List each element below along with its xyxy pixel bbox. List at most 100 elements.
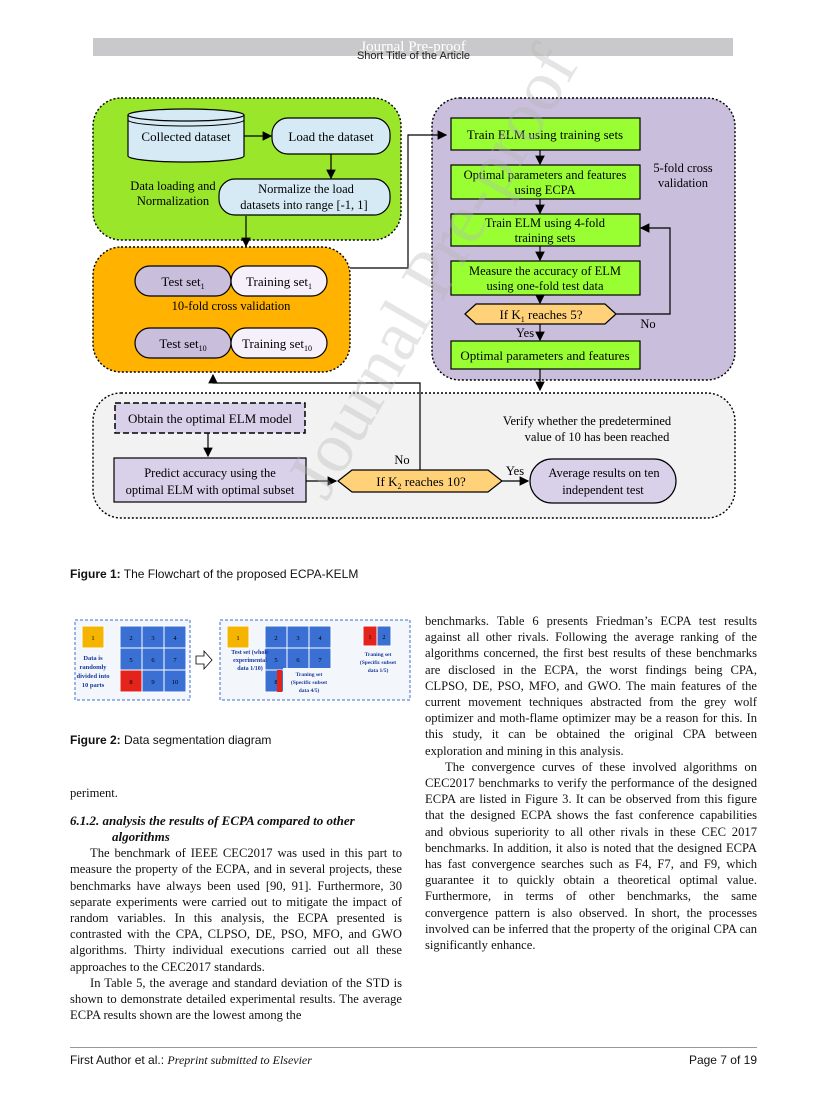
svg-text:Verify whether the predetermin: Verify whether the predetermined [503,414,672,428]
short-title: Short Title of the Article [356,50,471,62]
grid-cell-label-7: 7 [318,657,322,664]
svg-text:Test set1: Test set1 [161,274,204,291]
normalize-text-1: Normalize the load [258,182,355,196]
svg-text:Predict accuracy using the: Predict accuracy using the [144,466,276,480]
normalize-box [218,178,391,216]
journal-preproof-banner: Journal Pre-proof [93,38,733,56]
paragraph-continuation: periment. [70,786,118,800]
right-blue-label: 2 [383,635,386,641]
training-set-label-line: Traning set [296,672,323,678]
left-label-line: Data is [83,655,103,662]
collected-dataset-cylinder [127,108,245,163]
grid-cell-label-2: 2 [274,635,277,642]
red-marker [277,670,282,692]
right-top-label-line: Traning set [365,652,392,658]
grid-cell-10 [163,669,187,693]
grid-cell-label-6: 6 [151,657,155,664]
grid-cell-label-5: 5 [274,657,277,664]
grid-cell-1 [226,625,250,649]
grid-cell-label-9: 9 [151,679,154,686]
svg-text:optimal ELM with optimal subse: optimal ELM with optimal subset [126,483,295,497]
right-top-label-line: data 1/5) [368,667,389,674]
svg-text:Yes: Yes [516,326,534,340]
left-column: periment. 6.1.2. analysis the results of… [70,785,402,1023]
average-results-box [529,458,677,504]
svg-text:Obtain the optimal ELM model: Obtain the optimal ELM model [128,411,292,426]
grid-cell-label-7: 7 [173,657,177,664]
footer-rule [70,1047,757,1048]
svg-text:Optimal parameters and feature: Optimal parameters and features [464,168,627,182]
svg-text:validation: validation [658,176,709,190]
measure-accuracy-box [450,260,641,296]
predict-accuracy-box [113,457,307,503]
grid-cell-label-3: 3 [151,635,154,642]
svg-text:Training set1: Training set1 [246,274,312,291]
svg-text:Test set10: Test set10 [159,336,206,353]
paragraph-right-2: The convergence curves of these involved… [425,759,757,953]
section-heading: 6.1.2. analysis the results of ECPA comp… [70,813,355,845]
figure-1-caption: Figure 1: The Flowchart of the proposed … [70,567,359,581]
left-label-line: randomly [79,664,107,671]
grid-cell-label-4: 4 [318,635,322,642]
grid-cell-label-5: 5 [129,657,132,664]
svg-text:using one-fold test data: using one-fold test data [487,279,604,293]
footer-authors: First Author et al.: Preprint submitted … [70,1053,312,1067]
svg-text:using ECPA: using ECPA [514,183,575,197]
load-dataset-label: Load the dataset [288,129,374,144]
left-label-line: divided into [76,673,109,680]
svg-text:Train ELM using 4-fold: Train ELM using 4-fold [485,216,606,230]
svg-text:Training set10: Training set10 [242,336,312,353]
right-blue-block [376,625,392,647]
grid-cell-1 [81,625,105,649]
right-column: benchmarks. Table 6 presents Friedman’s … [425,613,757,953]
right-arrow [195,649,213,671]
data-loading-text-2: Normalization [137,194,210,208]
svg-text:value of 10 has been reached: value of 10 has been reached [525,430,670,444]
svg-text:Average results on ten: Average results on ten [548,466,660,480]
grid-cell-label-10: 10 [172,679,179,686]
right-red-label: 1 [369,635,372,641]
svg-text:5-fold cross: 5-fold cross [653,161,712,175]
svg-text:No: No [394,453,409,467]
training-set-1-pill [230,265,328,297]
svg-text:Optimal parameters and feature: Optimal parameters and features [460,348,629,363]
grid-cell-label-2: 2 [129,635,132,642]
data-loading-text-1: Data loading and [130,179,216,193]
figure-1-flowchart: Collected dataset Load the dataset Data … [92,97,736,519]
collected-dataset-label: Collected dataset [141,129,231,144]
left-label-line: 10 parts [82,682,105,689]
paragraph-1: The benchmark of IEEE CEC2017 was used i… [70,846,402,974]
paragraph-right-1: benchmarks. Table 6 presents Friedman’s … [425,614,757,758]
grid-cell-label-4: 4 [173,635,177,642]
optimal-params-ecpa-box [450,164,641,200]
svg-text:Yes: Yes [506,464,524,478]
grid-cell-label-8: 8 [129,679,132,686]
test-set-label-line: Test set (whole [231,649,269,656]
training-set-10-pill [230,327,328,359]
svg-text:If K2 reaches 10?: If K2 reaches 10? [376,474,466,491]
paragraph-2: In Table 5, the average and standard dev… [70,975,402,1023]
svg-text:training sets: training sets [515,231,576,245]
svg-text:If K1 reaches 5?: If K1 reaches 5? [499,307,582,324]
training-set-label-line: data 4/5) [299,687,320,694]
figure-2-segmentation: 1 2 3 4 5 6 7 8 9 10 Data is randomly divided into 10… [74,619,411,701]
right-top-label-line: (Specific subset [360,659,396,666]
grid-cell-label-1: 1 [91,635,94,642]
grid-cell-label-3: 3 [296,635,299,642]
tenfold-label: 10-fold cross validation [172,299,291,313]
obtain-optimal-box [114,402,306,434]
train-elm-box [450,117,641,151]
training-label-bg [283,668,335,696]
svg-text:Measure the accuracy of ELM: Measure the accuracy of ELM [469,264,621,278]
test-set-label-line: experimental [233,658,267,664]
svg-text:Train ELM using training sets: Train ELM using training sets [467,127,623,142]
test-set-label-line: data 1/10) [237,665,263,672]
grid-cell-label-6: 6 [296,657,300,664]
svg-text:No: No [640,317,655,331]
figure-2-caption: Figure 2: Data segmentation diagram [70,733,272,747]
optimal-final-box [450,340,641,370]
grid-cell-label-1: 1 [236,635,239,642]
grid-cell-label-8: 8 [274,679,277,686]
footer-page: Page 7 of 19 [688,1053,757,1067]
svg-text:independent test: independent test [562,483,644,497]
